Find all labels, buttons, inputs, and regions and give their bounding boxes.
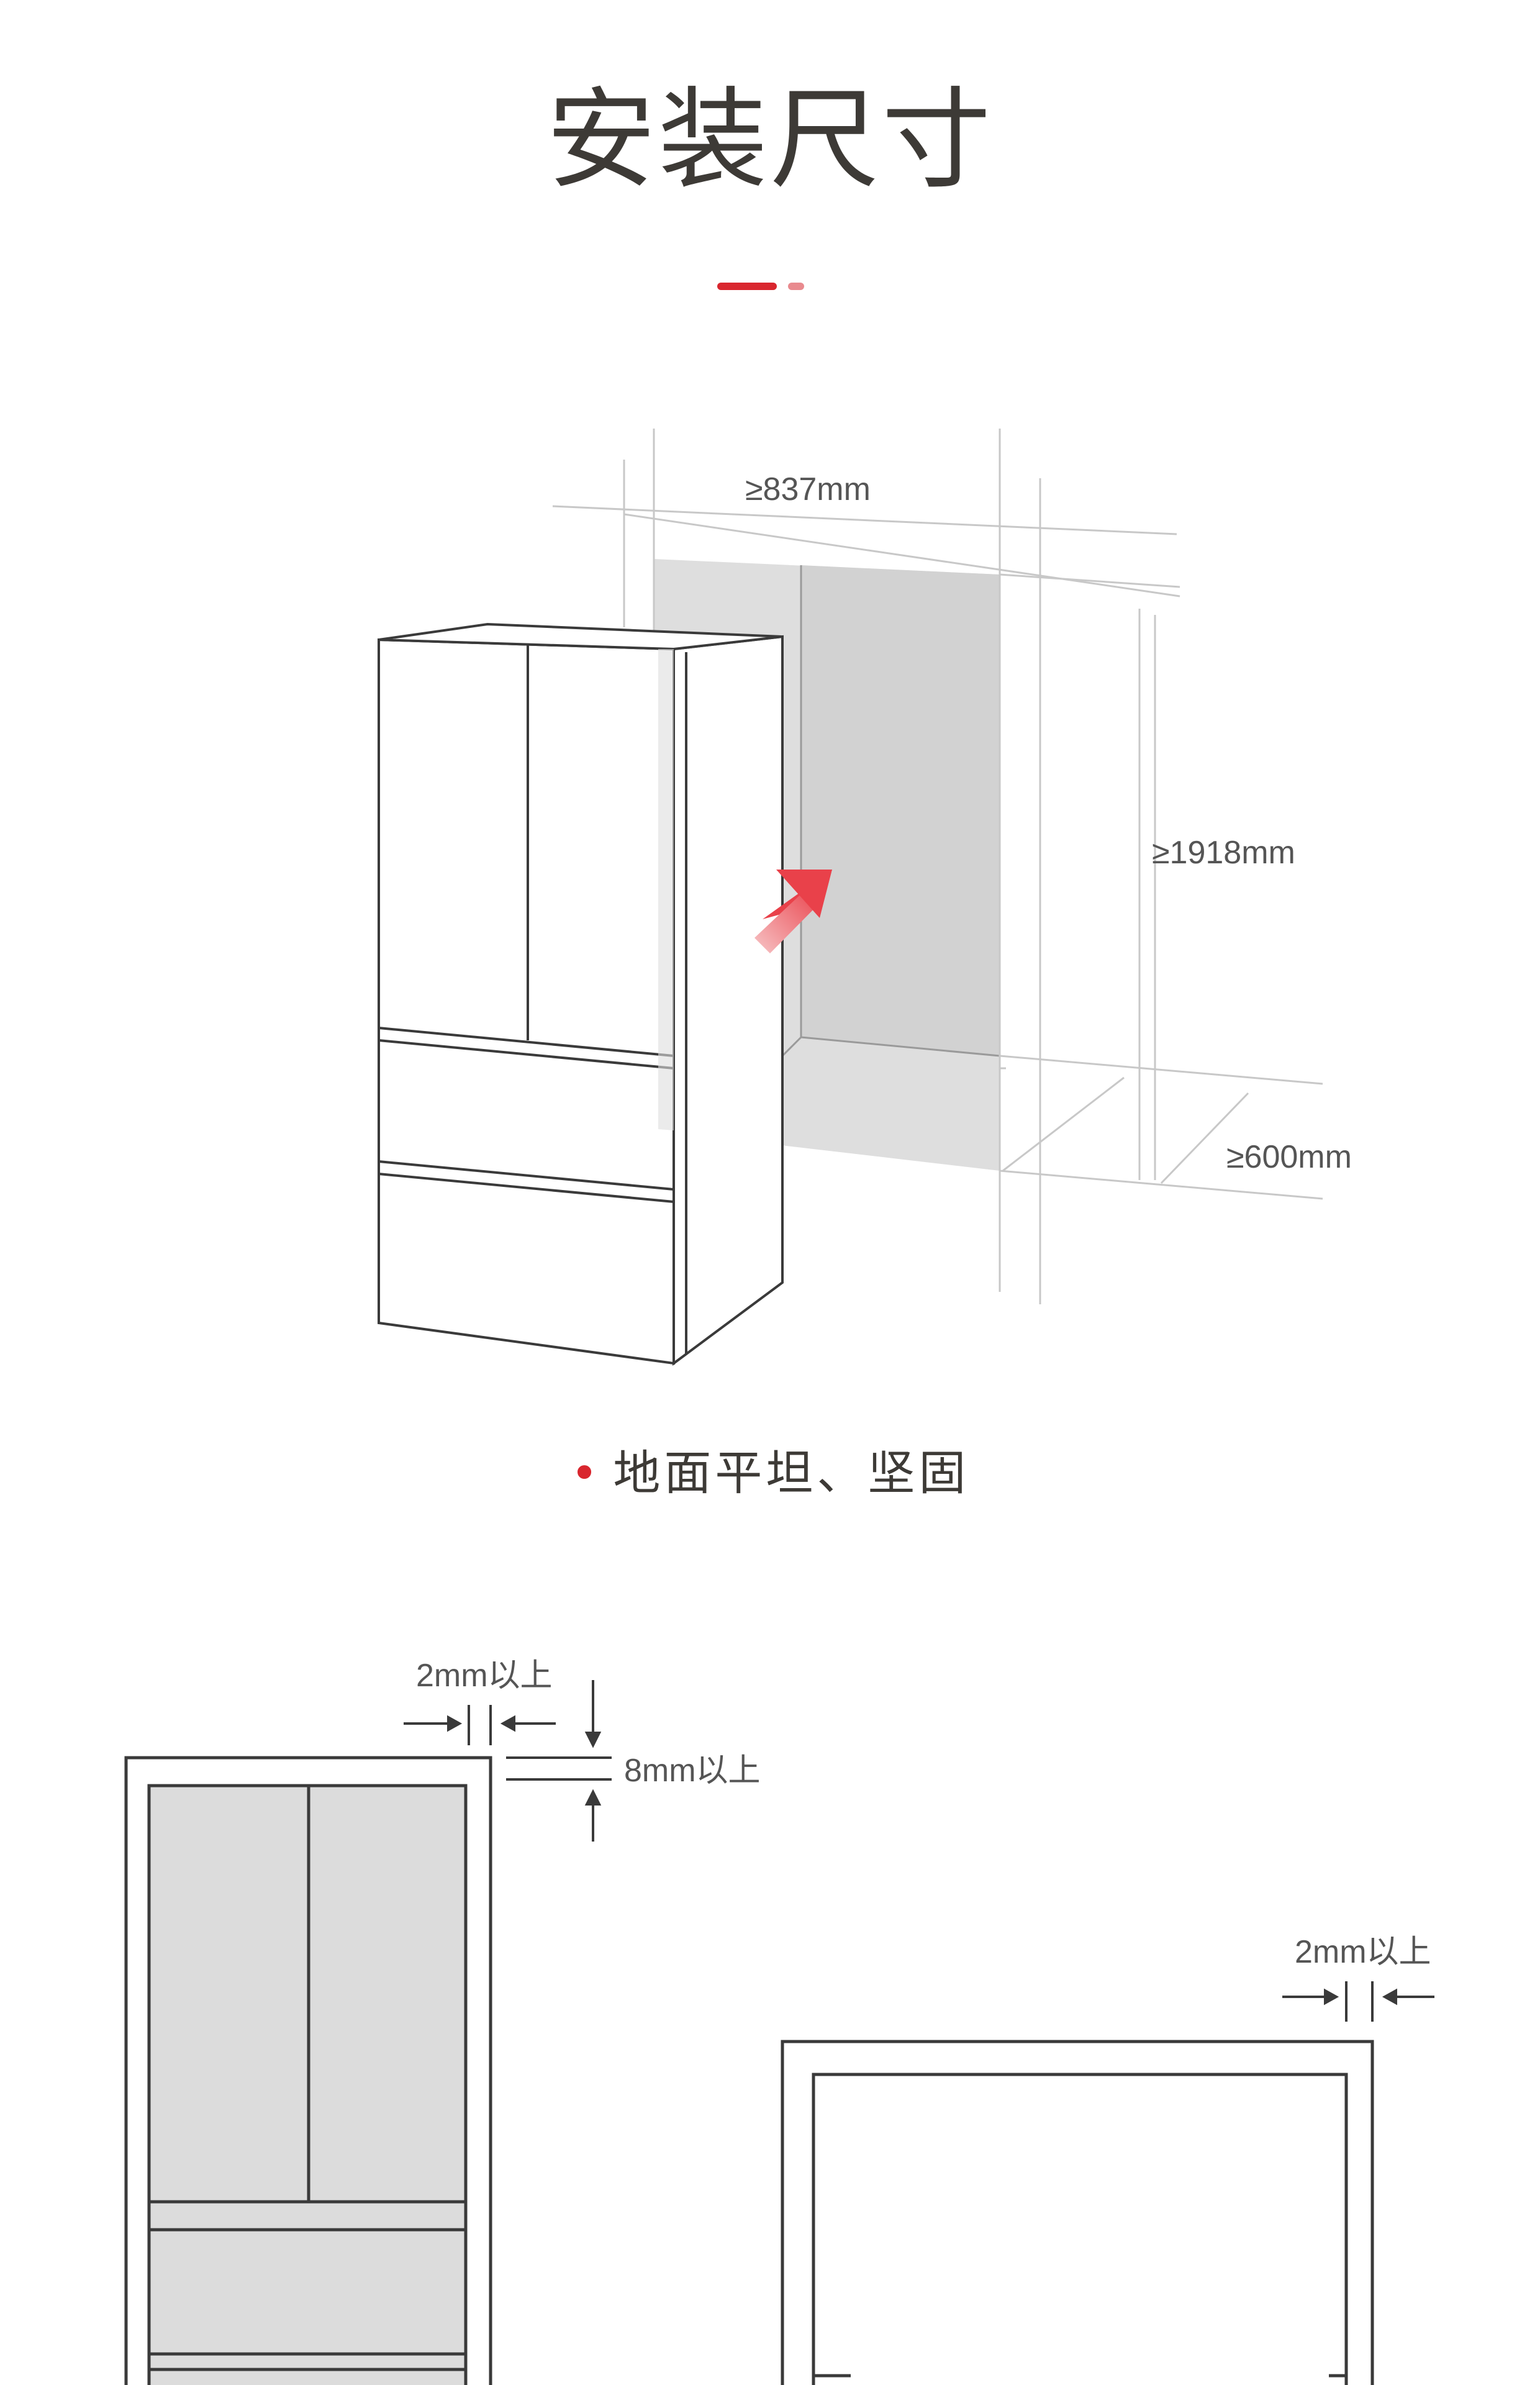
top-gap-label: 8mm以上 — [624, 1753, 761, 1789]
refrigerator-perspective — [378, 622, 784, 1366]
accent-bar-short — [788, 283, 804, 290]
accent-bar-long — [717, 283, 777, 290]
back-gap-marker — [1282, 1981, 1434, 2022]
page-title: 安装尺寸 — [546, 76, 994, 204]
installation-note: •地面平坦、坚固 — [0, 1435, 1540, 1503]
width-dimension-label: ≥837mm — [745, 471, 871, 507]
depth-dimension-label: ≥600mm — [1226, 1139, 1352, 1175]
title-accent-divider — [717, 283, 804, 290]
side-gap-label: 2mm以上 — [416, 1658, 553, 1694]
top-gap-marker — [506, 1680, 612, 1842]
note-bullet: • — [570, 1445, 602, 1501]
cavity-back-wall — [801, 565, 1000, 1056]
insert-arrow-icon — [754, 870, 832, 953]
perspective-diagram: ≥837mm ≥1918mm ≥600mm — [378, 429, 1352, 1366]
side-view-diagram: 2mm以上 — [781, 1934, 1434, 2385]
side-gap-marker — [404, 1705, 556, 1745]
height-dimension-label: ≥1918mm — [1152, 835, 1295, 871]
back-gap-label: 2mm以上 — [1295, 1934, 1431, 1970]
note-text: 地面平坦、坚固 — [613, 1445, 970, 1501]
front-view-diagram: 2mm以上 8mm以上 — [124, 1658, 761, 2385]
